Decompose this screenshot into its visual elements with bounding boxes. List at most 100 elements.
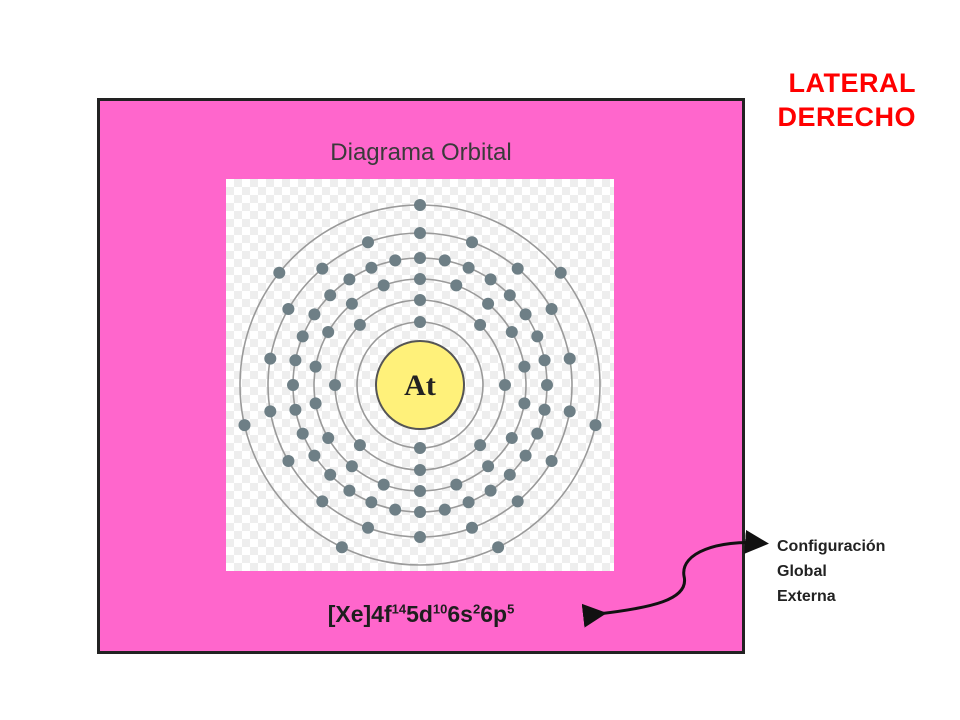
orbital-panel: Diagrama Orbital At [Xe]4f145d106s26p5	[97, 98, 745, 654]
electron-dot	[345, 460, 358, 473]
electron-dot	[414, 227, 426, 239]
config-term: 6s	[447, 601, 473, 627]
side-title-line2: DERECHO	[777, 102, 916, 132]
electron-dot	[466, 521, 478, 534]
electron-dot	[264, 352, 277, 365]
electron-dot	[414, 199, 426, 211]
electron-dot	[518, 397, 531, 410]
electron-dot	[414, 485, 426, 497]
electron-dot	[282, 455, 295, 467]
electron-dot	[389, 254, 402, 267]
electron-dot	[462, 261, 475, 274]
electron-dot	[450, 478, 463, 491]
electron-dot	[329, 379, 341, 391]
electron-dot	[589, 419, 602, 432]
side-title: LATERAL DERECHO	[716, 66, 916, 134]
electron-dot	[511, 262, 524, 275]
electron-dot	[482, 460, 495, 473]
electron-dot	[414, 316, 426, 328]
electron-dot	[538, 403, 551, 416]
electron-dot	[343, 484, 356, 497]
electron-dot	[545, 455, 558, 467]
electron-dot	[474, 439, 487, 452]
electron-dot	[362, 521, 374, 534]
electron-dot	[531, 330, 544, 343]
config-term: 5d	[406, 601, 433, 627]
electron-dot	[238, 419, 251, 432]
electron-dot	[377, 478, 390, 491]
electron-dot	[482, 297, 495, 310]
electron-dot	[343, 273, 356, 286]
electron-dot	[316, 495, 329, 508]
electron-dot	[345, 297, 358, 310]
electron-dot	[414, 273, 426, 285]
note-line3: Externa	[777, 588, 836, 605]
electron-dot	[563, 405, 576, 418]
electron-dot	[503, 468, 516, 481]
bohr-diagram-svg: At	[238, 199, 602, 566]
nucleus-label: At	[404, 369, 436, 402]
electron-dot	[466, 236, 478, 249]
electron-dot	[414, 506, 426, 518]
electron-dot	[554, 266, 567, 279]
electron-dot	[545, 303, 558, 315]
config-exponent: 10	[432, 601, 448, 617]
electron-dot	[474, 318, 487, 331]
electron-dot	[316, 262, 329, 275]
electron-dot	[462, 496, 475, 509]
double-headed-arrow	[581, 529, 769, 628]
electron-dot	[335, 541, 348, 554]
config-exponent: 2	[472, 601, 481, 617]
electron-dot	[324, 289, 337, 302]
electron-dot	[503, 289, 516, 302]
electron-dot	[484, 273, 497, 286]
electron-dot	[484, 484, 497, 497]
electron-dot	[563, 352, 576, 365]
config-exponent: 14	[391, 601, 407, 617]
electron-dot	[450, 279, 463, 292]
electron-dot	[365, 496, 378, 509]
electron-dot	[414, 464, 426, 476]
electron-dot	[438, 503, 451, 516]
note-line2: Global	[777, 563, 827, 580]
electron-configuration: [Xe]4f145d106s26p5	[100, 601, 742, 628]
side-title-line1: LATERAL	[788, 68, 916, 98]
config-exponent: 5	[507, 601, 515, 617]
electron-dot	[289, 354, 302, 367]
electron-dot	[414, 252, 426, 264]
electron-dot	[289, 403, 302, 416]
nucleus	[375, 340, 465, 430]
config-term: 6p	[480, 601, 508, 627]
electron-dot	[322, 326, 335, 338]
electron-dot	[296, 427, 309, 440]
electron-dot	[538, 354, 551, 367]
note-line1: Configuración	[777, 538, 886, 555]
electron-dot	[282, 303, 295, 315]
electron-dot	[296, 330, 309, 343]
electron-dot	[353, 318, 366, 331]
electron-dot	[414, 294, 426, 306]
electron-dot	[322, 432, 335, 444]
electron-dot	[492, 541, 505, 554]
electron-dot	[414, 531, 426, 543]
electron-dot	[273, 266, 286, 279]
electron-dot	[511, 495, 524, 508]
panel-title: Diagrama Orbital	[330, 139, 512, 166]
electron-dot	[309, 360, 322, 373]
electron-dot	[541, 379, 553, 391]
note-label: Configuración Global Externa	[777, 534, 885, 609]
electron-dot	[505, 432, 518, 444]
electron-dot	[362, 236, 374, 249]
electron-dot	[519, 308, 532, 321]
electron-dot	[353, 439, 366, 452]
electron-dot	[308, 449, 321, 462]
electron-dot	[389, 503, 402, 516]
electron-dot	[365, 261, 378, 274]
electron-dot	[264, 405, 277, 418]
electron-dot	[287, 379, 299, 391]
electron-dot	[519, 449, 532, 462]
electron-dot	[308, 308, 321, 321]
electron-dot	[531, 427, 544, 440]
electron-dot	[518, 360, 531, 373]
